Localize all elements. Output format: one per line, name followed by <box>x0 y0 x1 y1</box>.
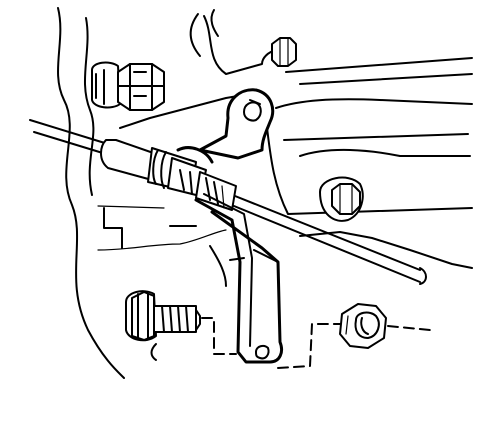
shift-cable <box>29 119 427 285</box>
transmission-case-outline <box>57 7 473 379</box>
case-bolt-right <box>319 176 364 222</box>
bracket-nut <box>339 303 387 349</box>
upper-stud-bolts <box>91 37 297 111</box>
assembly-leader-lines <box>201 317 431 369</box>
hex-bolt-top-small <box>271 37 297 67</box>
hex-bolt-upper <box>117 63 165 111</box>
stud-flange-left <box>91 61 121 109</box>
cable-mounting-bracket <box>176 88 284 364</box>
bracket-retaining-bolt <box>125 290 201 361</box>
